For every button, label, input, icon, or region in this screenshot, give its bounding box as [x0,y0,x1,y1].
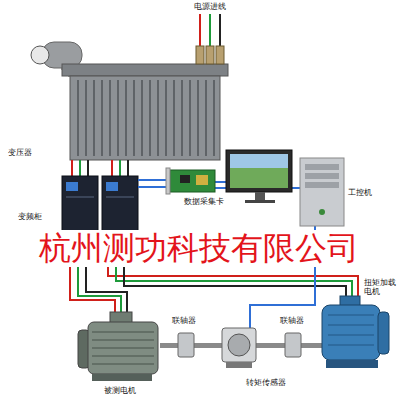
power-line [209,14,211,50]
transformer [197,80,199,156]
load-motor [328,314,374,316]
supply-wire [72,160,128,176]
transformer [62,64,228,76]
part-label: 联轴器 [172,316,196,325]
load-motor [328,334,374,336]
transformer [31,46,49,64]
inverter-cabinet [66,182,78,191]
industrial-computer [226,150,344,226]
part-label: 工控机 [348,188,372,197]
supply-wire [127,160,129,176]
data-acquisition-card [166,168,170,194]
industrial-computer [255,192,265,200]
data-acquisition-card [180,175,190,183]
test-motor [92,374,152,381]
transformer [70,76,220,160]
transformer [206,46,214,64]
transformer [196,46,204,64]
test-motor [92,331,154,333]
data-acquisition-card [196,175,208,185]
transformer [125,80,127,156]
shaft-assembly [178,333,194,357]
supply-wire [79,160,81,176]
test-motor [92,355,154,357]
shaft-assembly [285,333,301,357]
part-label: 被测电机 [104,386,136,395]
test-motor [92,347,154,349]
supply-label: 电源进线 [194,2,226,11]
load-motor [378,312,389,354]
industrial-computer [245,200,275,203]
inverter-cabinet [66,196,94,198]
part-label: 扭矩加载电机 [364,278,397,296]
transformer [173,80,175,156]
part-label: 变频柜 [18,212,42,221]
supply-wire [111,160,113,176]
industrial-computer [305,164,339,170]
signal-cable [138,179,170,181]
industrial-computer [230,154,288,188]
industrial-computer [230,154,288,168]
industrial-computer [300,158,344,226]
industrial-computer [319,209,325,215]
power-line [199,14,201,50]
transformer [216,46,224,64]
transformer [181,80,183,156]
transformer [133,80,135,156]
transformer [205,80,207,156]
transformer [93,80,95,156]
test-motor [88,322,158,374]
transformer [141,80,143,156]
signal-cable [215,181,226,183]
supply-wire [119,160,121,176]
supply-wire [87,160,89,176]
data-acquisition-card [166,168,215,194]
motor-wire [78,260,121,313]
power-line [219,14,221,50]
transformer [213,80,215,156]
test-motor [92,332,154,364]
test-motor [78,312,158,381]
transformer [85,80,87,156]
transformer [157,80,159,156]
load-motor [322,296,389,368]
load-motor [328,315,374,345]
part-label: 数据采集卡 [184,197,224,206]
industrial-computer [305,173,339,179]
inverter-cabinet [106,196,134,198]
test-motor [92,363,154,365]
transformer [189,80,191,156]
industrial-computer [305,182,339,188]
transformer [101,80,103,156]
transformer [78,80,214,156]
data-acquisition-card [170,170,215,192]
transformer [165,80,167,156]
part-label: 联轴器 [280,316,304,325]
shaft-assembly [160,328,324,368]
supply-wire [71,160,73,176]
industrial-computer [226,150,292,192]
transformer [149,80,151,156]
transformer [117,80,119,156]
part-label: 转矩传感器 [246,378,286,387]
shaft-assembly [226,362,252,368]
transformer [77,80,79,156]
watermark: 杭州测功科技有限公司 [36,230,362,267]
transformer [31,42,228,160]
test-motor [92,339,154,341]
shaft-assembly [228,334,250,356]
shaft-assembly [222,328,256,362]
transformer [109,80,111,156]
load-motor [328,344,374,346]
load-motor [328,324,374,326]
motor-wire [86,260,127,313]
power-line [200,14,220,50]
inverter-cabinet [106,182,118,191]
load-motor [326,360,378,368]
signal-cable [138,186,170,188]
part-label: 变压器 [8,148,32,157]
load-motor [322,305,380,360]
